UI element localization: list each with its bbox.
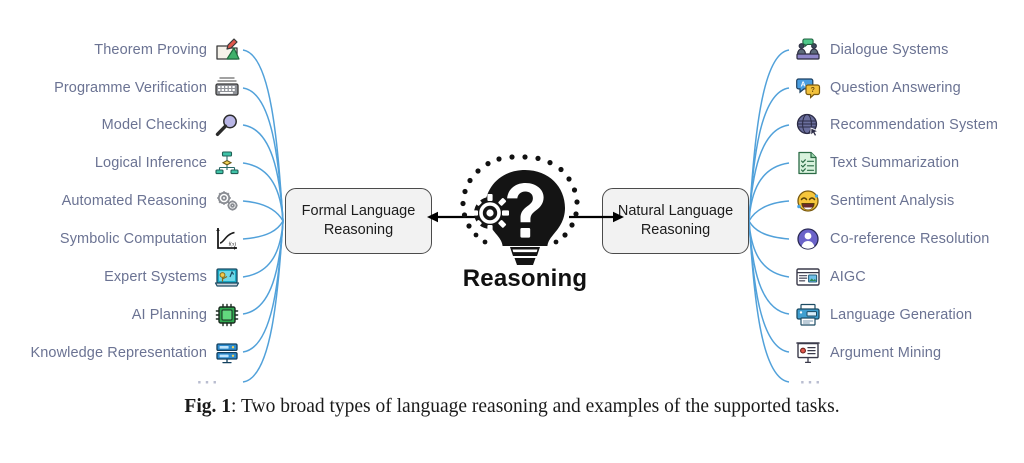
task-row-formal-2[interactable]: Model Checking — [102, 112, 240, 138]
keyboard-icon — [215, 77, 239, 96]
task-row-formal-7[interactable]: AI Planning — [132, 302, 240, 328]
function-graph-icon: f(x) — [216, 228, 237, 250]
task-row-natural-7[interactable]: Language Generation — [795, 302, 972, 328]
svg-text:f(x): f(x) — [229, 241, 237, 248]
task-label: Question Answering — [830, 80, 961, 96]
task-row-natural-4[interactable]: Sentiment Analysis — [795, 188, 954, 214]
formal-box-text: Formal Language Reasoning — [302, 202, 416, 239]
task-label: Automated Reasoning — [61, 193, 207, 209]
task-label: Co-reference Resolution — [830, 231, 990, 247]
task-label: Recommendation System — [830, 117, 999, 133]
figure-caption: Fig. 1: Two broad types of language reas… — [0, 396, 1024, 418]
task-row-formal-3[interactable]: Logical Inference — [95, 150, 240, 176]
checklist-document-icon — [798, 151, 817, 175]
svg-text:A: A — [801, 81, 806, 88]
task-label: Knowledge Representation — [30, 345, 207, 361]
figure-caption-text: : Two broad types of language reasoning … — [231, 396, 840, 417]
task-row-formal-1[interactable]: Programme Verification — [54, 75, 240, 101]
flowchart-hierarchy-icon — [215, 151, 239, 175]
formal-language-reasoning-box[interactable]: Formal Language Reasoning — [285, 188, 432, 254]
task-row-natural-6[interactable]: AIGC — [795, 264, 866, 290]
task-row-formal-6[interactable]: Expert Systems — [104, 264, 240, 290]
task-row-natural-8[interactable]: Argument Mining — [795, 340, 941, 366]
article-image-icon — [796, 268, 820, 286]
formal-box-line2: Reasoning — [323, 222, 394, 238]
user-avatar-icon — [797, 228, 819, 250]
task-label: Model Checking — [101, 117, 207, 133]
task-row-formal-4[interactable]: Automated Reasoning — [62, 188, 240, 214]
globe-cursor-icon — [796, 113, 820, 137]
task-label: AIGC — [830, 269, 866, 285]
task-label: Language Generation — [830, 307, 973, 323]
task-label: Text Summarization — [830, 155, 960, 171]
database-server-icon — [216, 343, 238, 364]
task-label: Argument Mining — [830, 345, 942, 361]
task-row-formal-0[interactable]: Theorem Proving — [94, 37, 240, 63]
natural-box-line1: Natural Language — [617, 203, 734, 220]
natural-box-text: Natural Language Reasoning — [618, 202, 733, 239]
task-row-natural-2[interactable]: Recommendation System — [795, 112, 998, 138]
task-row-formal-8[interactable]: Knowledge Representation — [30, 340, 240, 366]
two-people-chat-icon — [796, 38, 820, 60]
task-label: Theorem Proving — [94, 42, 207, 58]
laptop-expert-icon — [214, 268, 240, 287]
natural-box-line2: Reasoning — [640, 222, 711, 238]
task-row-formal-5[interactable]: Symbolic Computation f(x) — [60, 226, 240, 252]
figure-number: Fig. 1 — [184, 396, 231, 417]
task-label: Symbolic Computation — [59, 231, 207, 247]
natural-ellipsis: ··· — [800, 373, 823, 392]
task-row-natural-0[interactable]: Dialogue Systems — [795, 37, 948, 63]
task-row-natural-3[interactable]: Text Summarization — [795, 150, 959, 176]
task-label: AI Planning — [131, 307, 207, 323]
formal-box-line1: Formal Language — [301, 203, 416, 220]
arrow-left-icon — [427, 211, 482, 223]
task-row-natural-5[interactable]: Co-reference Resolution — [795, 226, 989, 252]
cpu-chip-icon — [215, 303, 239, 327]
presentation-board-icon — [796, 342, 820, 364]
task-label: Logical Inference — [94, 155, 207, 171]
task-label: Expert Systems — [104, 269, 207, 285]
arrow-right-icon — [569, 211, 624, 223]
laughing-emoji-icon — [797, 190, 819, 212]
task-label: Dialogue Systems — [830, 42, 949, 58]
task-label: Sentiment Analysis — [830, 193, 955, 209]
task-label: Programme Verification — [54, 80, 207, 96]
natural-language-reasoning-box[interactable]: Natural Language Reasoning — [602, 188, 749, 254]
formal-ellipsis: ··· — [197, 373, 220, 392]
printer-icon — [796, 303, 820, 326]
magnifying-glass-icon — [215, 114, 237, 136]
lightbulb-question-gear-icon — [455, 150, 595, 295]
gears-icon — [217, 191, 238, 211]
speech-bubbles-qa-icon: A ? — [796, 78, 821, 99]
task-row-natural-1[interactable]: A ? Question Answering — [795, 75, 961, 101]
folder-pencil-triangle-icon — [216, 38, 240, 60]
reasoning-label: Reasoning — [462, 265, 588, 292]
svg-text:?: ? — [811, 87, 815, 94]
